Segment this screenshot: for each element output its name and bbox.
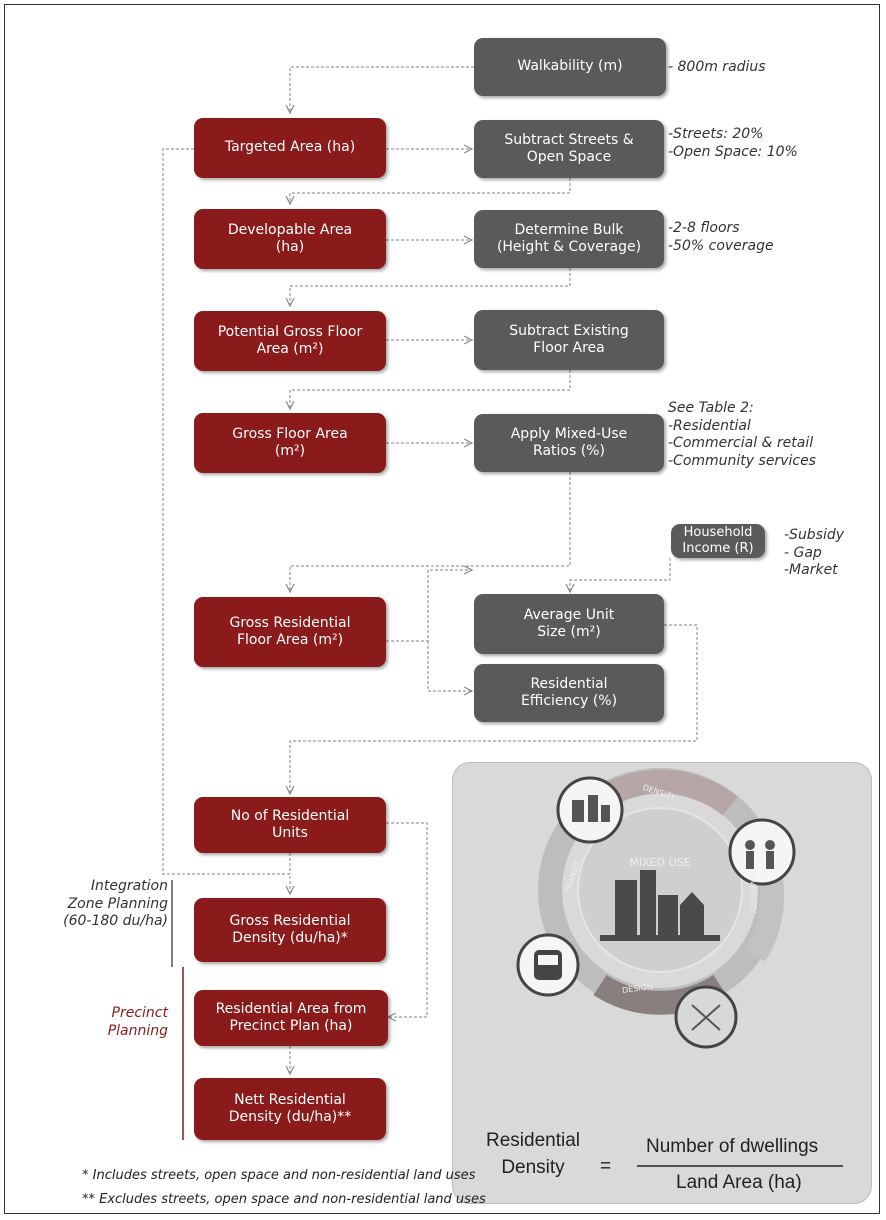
wheel-center-label: MIXED USE xyxy=(629,856,691,869)
average-unit-size-box: Average Unit Size (m²) xyxy=(474,594,664,654)
transit-icon xyxy=(516,933,580,997)
connector-unitsize-units xyxy=(290,624,698,794)
residential-efficiency-box: Residential Efficiency (%) xyxy=(474,664,664,722)
subtract-streets-box: Subtract Streets & Open Space xyxy=(474,120,664,178)
connector-targeted-density xyxy=(162,148,290,894)
connector-grfa-efficiency xyxy=(427,641,472,691)
potential-gross-floor-area-box: Potential Gross Floor Area (m²) xyxy=(194,311,386,371)
connector-grfa-split xyxy=(386,570,472,642)
mixed-use-note: See Table 2: -Residential -Commercial & … xyxy=(668,400,816,469)
gross-residential-floor-area-box: Gross Residential Floor Area (m²) xyxy=(194,597,386,667)
design-icon xyxy=(674,985,738,1049)
targeted-area-box: Targeted Area (ha) xyxy=(194,118,386,178)
formula-numerator: Number of dwellings xyxy=(646,1136,819,1157)
connector-streets-developable xyxy=(290,178,571,204)
streets-note: -Streets: 20% -Open Space: 10% xyxy=(668,126,798,160)
diagram-frame xyxy=(4,4,880,1214)
gross-residential-density-box: Gross Residential Density (du/ha)* xyxy=(194,898,386,962)
connector-existing-gfa xyxy=(290,370,571,409)
mixed-use-ratios-box: Apply Mixed-Use Ratios (%) xyxy=(474,414,664,472)
no-residential-units-box: No of Residential Units xyxy=(194,797,386,853)
walkability-note: - 800m radius xyxy=(668,59,766,75)
nett-residential-density-box: Nett Residential Density (du/ha)** xyxy=(194,1078,386,1140)
bulk-note: -2-8 floors -50% coverage xyxy=(668,220,774,254)
developable-area-box: Developable Area (ha) xyxy=(194,209,386,269)
precinct-planning-label: Precinct Planning xyxy=(107,1005,168,1039)
footnote-includes: * Includes streets, open space and non-r… xyxy=(82,1168,476,1183)
integration-zone-label: Integration Zone Planning (60-180 du/ha) xyxy=(63,878,168,929)
determine-bulk-box: Determine Bulk (Height & Coverage) xyxy=(474,210,664,268)
connector-units-residential-area xyxy=(386,822,428,1017)
connector-income-unitsize xyxy=(570,558,671,592)
ring-label-diversity: DIVERSITY xyxy=(748,871,758,914)
footnote-excludes: ** Excludes streets, open space and non-… xyxy=(82,1192,486,1207)
household-income-box: Household Income (R) xyxy=(671,524,765,558)
formula-left-label: Residential Density xyxy=(486,1130,580,1178)
diversity-icon xyxy=(728,818,796,886)
formula-denominator: Land Area (ha) xyxy=(676,1172,802,1193)
formula-equals: = xyxy=(600,1156,612,1177)
subtract-existing-box: Subtract Existing Floor Area xyxy=(474,310,664,370)
density-icon xyxy=(556,776,624,844)
income-note: -Subsidy - Gap -Market xyxy=(784,527,845,578)
connector-walkability-targeted xyxy=(290,66,474,113)
connector-bulk-potential xyxy=(290,268,571,306)
residential-area-precinct-box: Residential Area from Precinct Plan (ha) xyxy=(194,990,388,1046)
walkability-box: Walkability (m) xyxy=(474,38,666,96)
city-icon xyxy=(600,870,720,941)
gross-floor-area-box: Gross Floor Area (m²) xyxy=(194,413,386,473)
connector-mixeduse-grfa xyxy=(290,472,571,592)
